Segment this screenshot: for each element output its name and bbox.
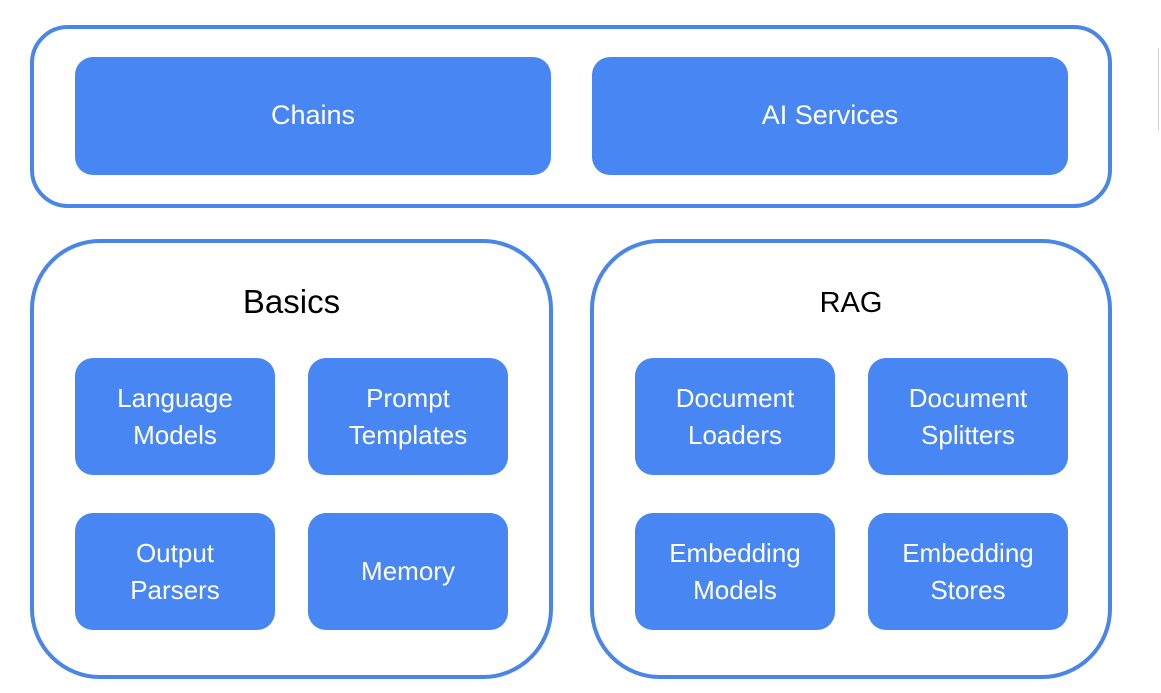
embedding-stores-box[interactable]: Embedding Stores (868, 513, 1068, 630)
embedding-models-box[interactable]: Embedding Models (635, 513, 835, 630)
edge-divider (1158, 48, 1159, 130)
output-parsers-box[interactable]: Output Parsers (75, 513, 275, 630)
document-splitters-label: Document Splitters (908, 383, 1028, 450)
ai-services-label: AI Services (761, 100, 899, 131)
document-loaders-box[interactable]: Document Loaders (635, 358, 835, 475)
prompt-templates-label: Prompt Templates (348, 383, 468, 450)
embedding-models-label: Embedding Models (669, 538, 801, 605)
chains-box[interactable]: Chains (75, 57, 551, 175)
prompt-templates-box[interactable]: Prompt Templates (308, 358, 508, 475)
language-models-box[interactable]: Language Models (75, 358, 275, 475)
embedding-stores-label: Embedding Stores (902, 538, 1034, 605)
memory-box[interactable]: Memory (308, 513, 508, 630)
basics-title: Basics (242, 283, 341, 320)
document-splitters-box[interactable]: Document Splitters (868, 358, 1068, 475)
memory-label: Memory (361, 556, 455, 587)
chains-label: Chains (270, 100, 356, 131)
ai-services-box[interactable]: AI Services (592, 57, 1068, 175)
rag-title: RAG (819, 287, 883, 319)
language-models-label: Language Models (117, 383, 233, 450)
output-parsers-label: Output Parsers (130, 538, 220, 605)
document-loaders-label: Document Loaders (675, 383, 795, 450)
